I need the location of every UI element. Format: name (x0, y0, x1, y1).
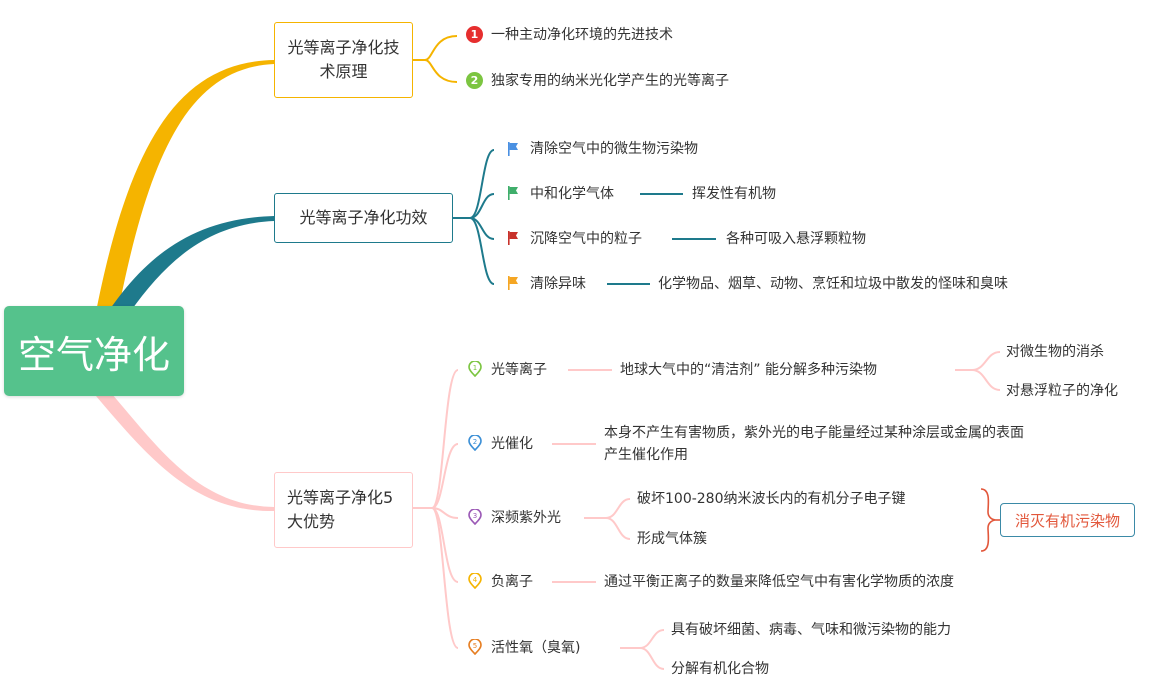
advantage-item-1[interactable]: 光等离子 (491, 362, 547, 378)
effects-item-3-detail[interactable]: 各种可吸入悬浮颗粒物 (726, 231, 866, 247)
root-label: 空气净化 (17, 332, 170, 377)
node-principle[interactable]: 光等离子净化技术原理 (274, 22, 413, 98)
advantage-item-2[interactable]: 光催化 (491, 436, 533, 452)
svg-text:4: 4 (473, 576, 478, 584)
advantage-item-3-sub-1[interactable]: 破坏100-280纳米波长内的有机分子电子键 (637, 491, 906, 507)
advantage-item-1-sub-1[interactable]: 对微生物的消杀 (1006, 344, 1104, 360)
node-effects[interactable]: 光等离子净化功效 (274, 193, 453, 243)
svg-text:5: 5 (473, 642, 477, 650)
summary-node[interactable]: 消灭有机污染物 (1000, 503, 1135, 537)
svg-text:3: 3 (473, 512, 477, 520)
advantage-item-1-detail[interactable]: 地球大气中的“清洁剂” 能分解多种污染物 (620, 362, 877, 378)
flag-green-icon (508, 186, 518, 200)
node-advantages[interactable]: 光等离子净化5大优势 (274, 472, 413, 548)
advantage-item-5-sub-2[interactable]: 分解有机化合物 (671, 661, 769, 677)
svg-text:1: 1 (473, 364, 477, 372)
svg-text:2: 2 (473, 438, 477, 446)
node-effects-label: 光等离子净化功效 (299, 208, 428, 227)
effects-item-4-detail[interactable]: 化学物品、烟草、动物、烹饪和垃圾中散发的怪味和臭味 (658, 276, 1008, 292)
branch-effects (108, 216, 274, 312)
flag-orange-icon (508, 276, 518, 290)
flag-red-icon (508, 231, 518, 245)
effects-item-3[interactable]: 沉降空气中的粒子 (530, 231, 642, 247)
principle-item-1[interactable]: 一种主动净化环境的先进技术 (491, 27, 673, 43)
advantage-item-2-detail[interactable]: 本身不产生有害物质，紫外光的电子能量经过某种涂层或金属的表面产生催化作用 (604, 425, 1024, 463)
advantage-item-3[interactable]: 深频紫外光 (491, 510, 561, 526)
advantage-item-4[interactable]: 负离子 (491, 574, 533, 590)
advantage-item-4-detail[interactable]: 通过平衡正离子的数量来降低空气中有害化学物质的浓度 (604, 574, 954, 590)
flag-blue-icon (508, 142, 518, 156)
principle-item-2[interactable]: 独家专用的纳米光化学产生的光等离子 (491, 73, 729, 89)
pin-2-icon: 2 (468, 435, 482, 451)
badge-2-icon: 2 (466, 72, 483, 89)
pin-5-icon: 5 (468, 639, 482, 655)
summary-label: 消灭有机污染物 (1014, 511, 1120, 530)
root-node[interactable]: 空气净化 (4, 306, 184, 396)
summary-brace (980, 488, 997, 552)
pin-1-icon: 1 (468, 361, 482, 377)
advantage-item-5[interactable]: 活性氧（臭氧) (491, 640, 581, 656)
effects-item-2-detail[interactable]: 挥发性有机物 (692, 186, 776, 202)
badge-1-icon: 1 (466, 26, 483, 43)
effects-item-1[interactable]: 清除空气中的微生物污染物 (530, 141, 698, 157)
advantage-item-5-sub-1[interactable]: 具有破坏细菌、病毒、气味和微污染物的能力 (671, 622, 951, 638)
advantage-item-1-sub-2[interactable]: 对悬浮粒子的净化 (1006, 383, 1118, 399)
effects-item-4[interactable]: 清除异味 (530, 276, 586, 292)
advantage-item-3-sub-2[interactable]: 形成气体簇 (637, 531, 707, 547)
branch-principle (96, 60, 274, 312)
pin-3-icon: 3 (468, 509, 482, 525)
node-principle-label: 光等离子净化技术原理 (287, 38, 400, 81)
effects-item-2[interactable]: 中和化学气体 (530, 186, 614, 202)
pin-4-icon: 4 (468, 573, 482, 589)
node-advantages-label: 光等离子净化5大优势 (287, 488, 394, 531)
branch-advantages (96, 394, 274, 512)
